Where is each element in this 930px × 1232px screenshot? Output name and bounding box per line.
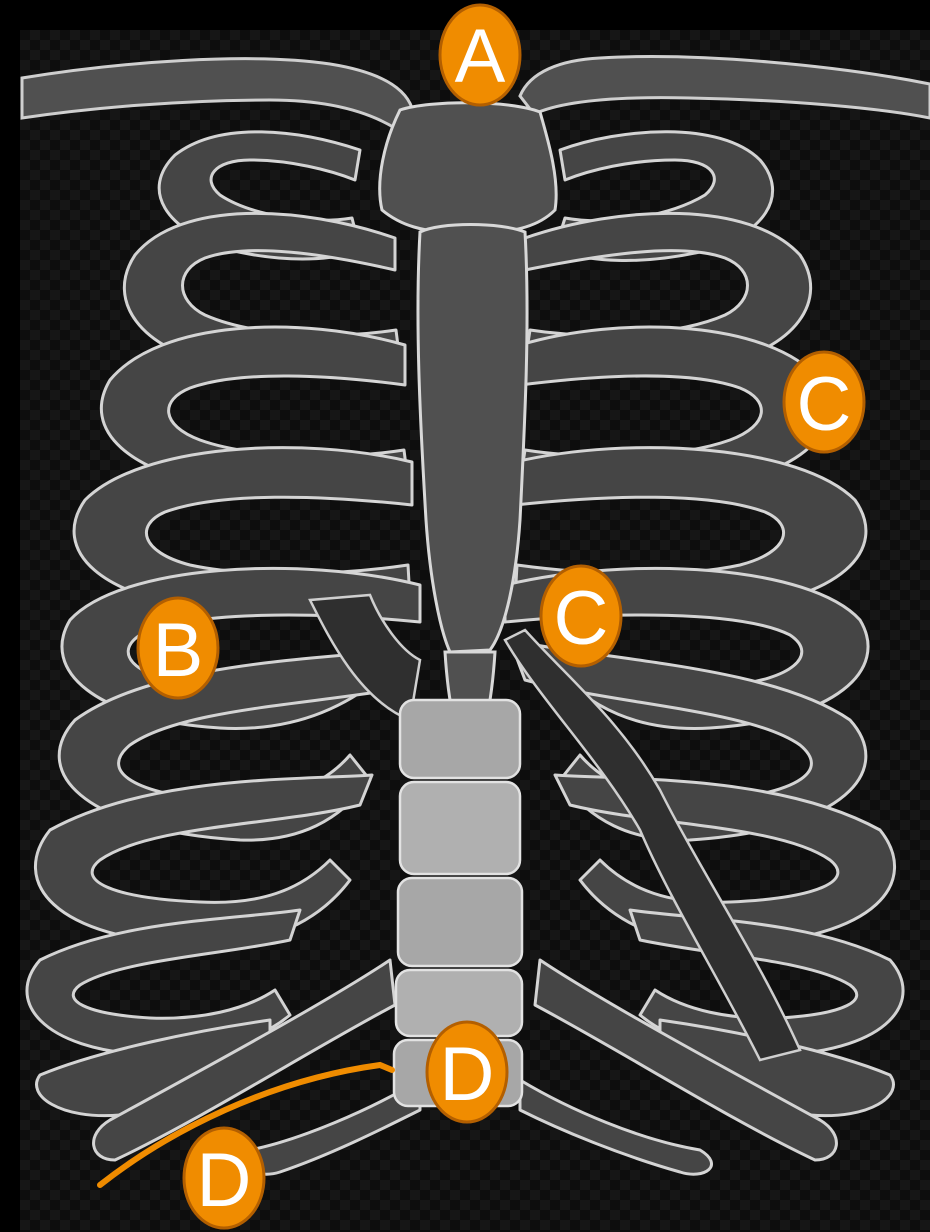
- vertebra-3: [398, 878, 522, 966]
- label-b-text: B: [153, 608, 204, 693]
- label-c-upper-text: C: [797, 362, 852, 447]
- label-d-lower-text: D: [197, 1138, 252, 1223]
- label-d-lower: D: [184, 1128, 264, 1228]
- vertebra-2: [400, 782, 520, 874]
- label-c-lower-text: C: [554, 576, 609, 661]
- label-a: A: [440, 5, 520, 105]
- sternum-body: [418, 225, 527, 653]
- label-c-lower: C: [541, 566, 621, 666]
- label-d-upper-text: D: [440, 1032, 495, 1117]
- label-d-upper: D: [427, 1022, 507, 1122]
- label-a-text: A: [455, 14, 506, 99]
- vertebra-1: [400, 700, 520, 778]
- label-c-upper: C: [784, 352, 864, 452]
- label-b: B: [138, 598, 218, 698]
- manubrium: [380, 103, 556, 235]
